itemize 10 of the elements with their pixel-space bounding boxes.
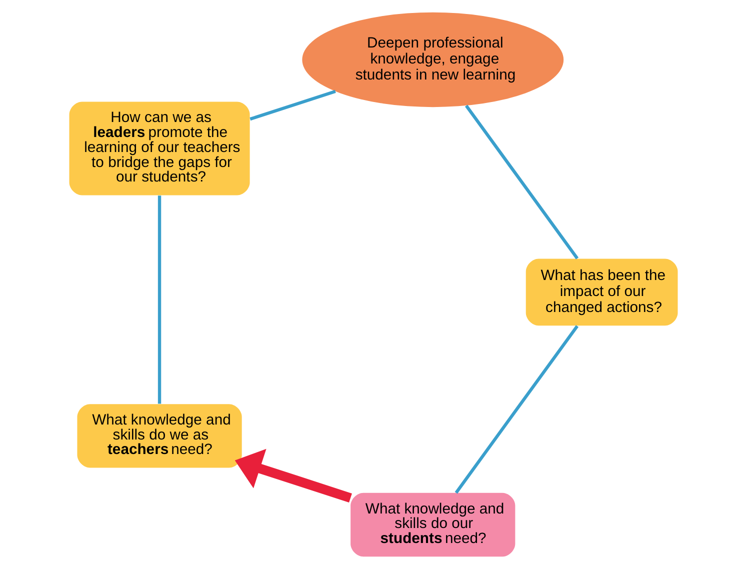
connector	[454, 325, 579, 494]
connector	[464, 104, 579, 260]
node-box: How can we as leaders promote the learning of our teachers to bridge the gaps for our students?	[69, 102, 250, 196]
arrow	[234, 448, 352, 503]
node-box: What knowledge and skills do we as teachers need?	[77, 404, 242, 468]
connector	[250, 90, 336, 121]
node-box: What knowledge and skills do our students need?	[350, 492, 516, 557]
connector	[158, 196, 162, 404]
node-ellipse: Deepen professional knowledge, engage students in new learning	[302, 12, 564, 108]
node-box: What has been the impact of our changed actions?	[526, 258, 678, 326]
